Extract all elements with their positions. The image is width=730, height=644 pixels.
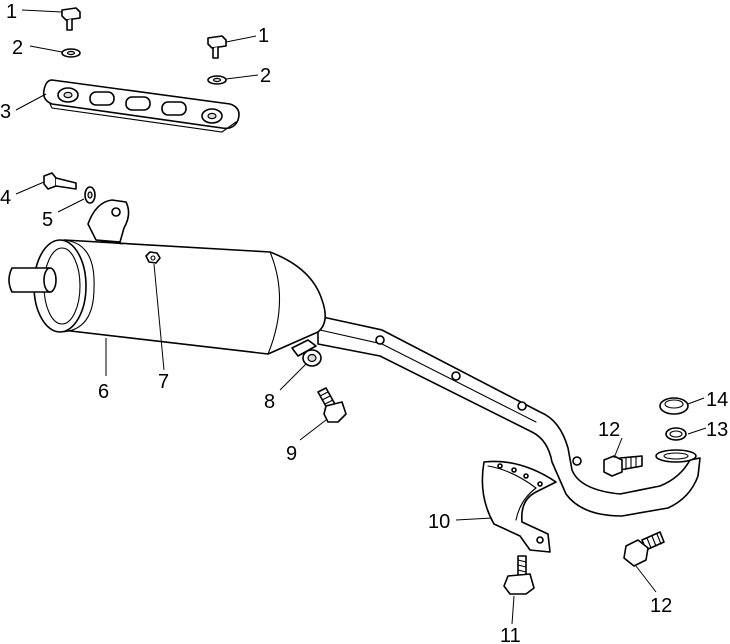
bolt-part-12-upper bbox=[603, 455, 643, 477]
callout-5: 5 bbox=[42, 209, 53, 231]
bolt-part-4 bbox=[43, 172, 77, 190]
bolt-part-1-left bbox=[61, 7, 81, 31]
nut-part-7 bbox=[145, 251, 161, 264]
heat-shield-part-10 bbox=[481, 460, 557, 553]
bolt-part-9 bbox=[317, 387, 347, 423]
callout-13: 13 bbox=[706, 419, 728, 441]
muffler-part-6 bbox=[8, 199, 326, 355]
washer-part-2-right bbox=[207, 75, 227, 85]
callout-1-right: 1 bbox=[258, 25, 269, 47]
callout-7: 7 bbox=[158, 371, 169, 393]
callout-2-left: 2 bbox=[12, 37, 23, 59]
bolt-part-12-lower bbox=[623, 531, 665, 567]
bolt-part-1-right bbox=[207, 35, 227, 59]
gasket-part-14 bbox=[659, 397, 689, 415]
gasket-part-8 bbox=[302, 349, 322, 367]
callout-1-left: 1 bbox=[6, 1, 17, 23]
leader-lines bbox=[15, 9, 707, 625]
exhaust-pipe bbox=[291, 315, 701, 517]
callout-6: 6 bbox=[98, 381, 109, 403]
callout-14: 14 bbox=[706, 389, 728, 411]
bolt-part-11 bbox=[503, 555, 535, 595]
callout-4: 4 bbox=[0, 187, 11, 209]
callout-3: 3 bbox=[0, 101, 11, 123]
heat-shield-bracket-part-3 bbox=[42, 79, 240, 133]
washer-part-5 bbox=[84, 186, 96, 204]
callout-12-upper: 12 bbox=[598, 419, 620, 441]
callout-11: 11 bbox=[500, 625, 521, 644]
callout-2-right: 2 bbox=[260, 65, 271, 87]
callout-12-lower: 12 bbox=[650, 595, 672, 617]
callout-10: 10 bbox=[428, 511, 450, 533]
callout-9: 9 bbox=[286, 443, 297, 465]
washer-part-2-left bbox=[61, 48, 81, 58]
ring-part-13 bbox=[665, 427, 687, 441]
callout-8: 8 bbox=[264, 391, 275, 413]
